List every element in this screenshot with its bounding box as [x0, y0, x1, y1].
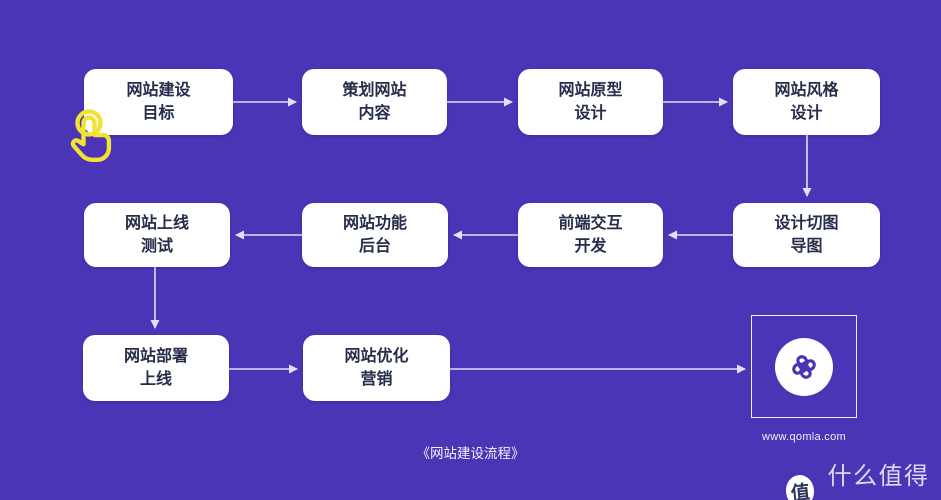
flow-node-marketing: 网站优化 营销: [303, 335, 450, 401]
flow-node-frontend: 前端交互 开发: [518, 203, 663, 267]
flow-node-style: 网站风格 设计: [733, 69, 880, 135]
smzdm-watermark-text: 什么值得买: [827, 463, 930, 500]
flow-node-plan: 策划网站 内容: [302, 69, 447, 135]
qomla-logo-frame: [751, 315, 857, 418]
diagram-caption: 《网站建设流程》: [416, 446, 525, 461]
flow-node-slices: 设计切图 导图: [733, 203, 880, 267]
flow-node-prototype: 网站原型 设计: [518, 69, 663, 135]
flow-node-deploy: 网站部署 上线: [83, 335, 229, 401]
qomla-clover-logo-icon: [792, 354, 816, 379]
smzdm-watermark: 值 什么值得买: [784, 456, 941, 500]
flow-node-testing: 网站上线 测试: [84, 203, 230, 267]
flow-node-goal: 网站建设 目标: [84, 69, 233, 135]
flow-node-backend: 网站功能 后台: [302, 203, 448, 267]
smzdm-badge-icon: 值: [784, 473, 817, 500]
logo-website-url: www.qomla.com: [762, 431, 846, 443]
qomla-logo-circle: [775, 337, 833, 396]
tap-hand-icon: [70, 109, 112, 162]
